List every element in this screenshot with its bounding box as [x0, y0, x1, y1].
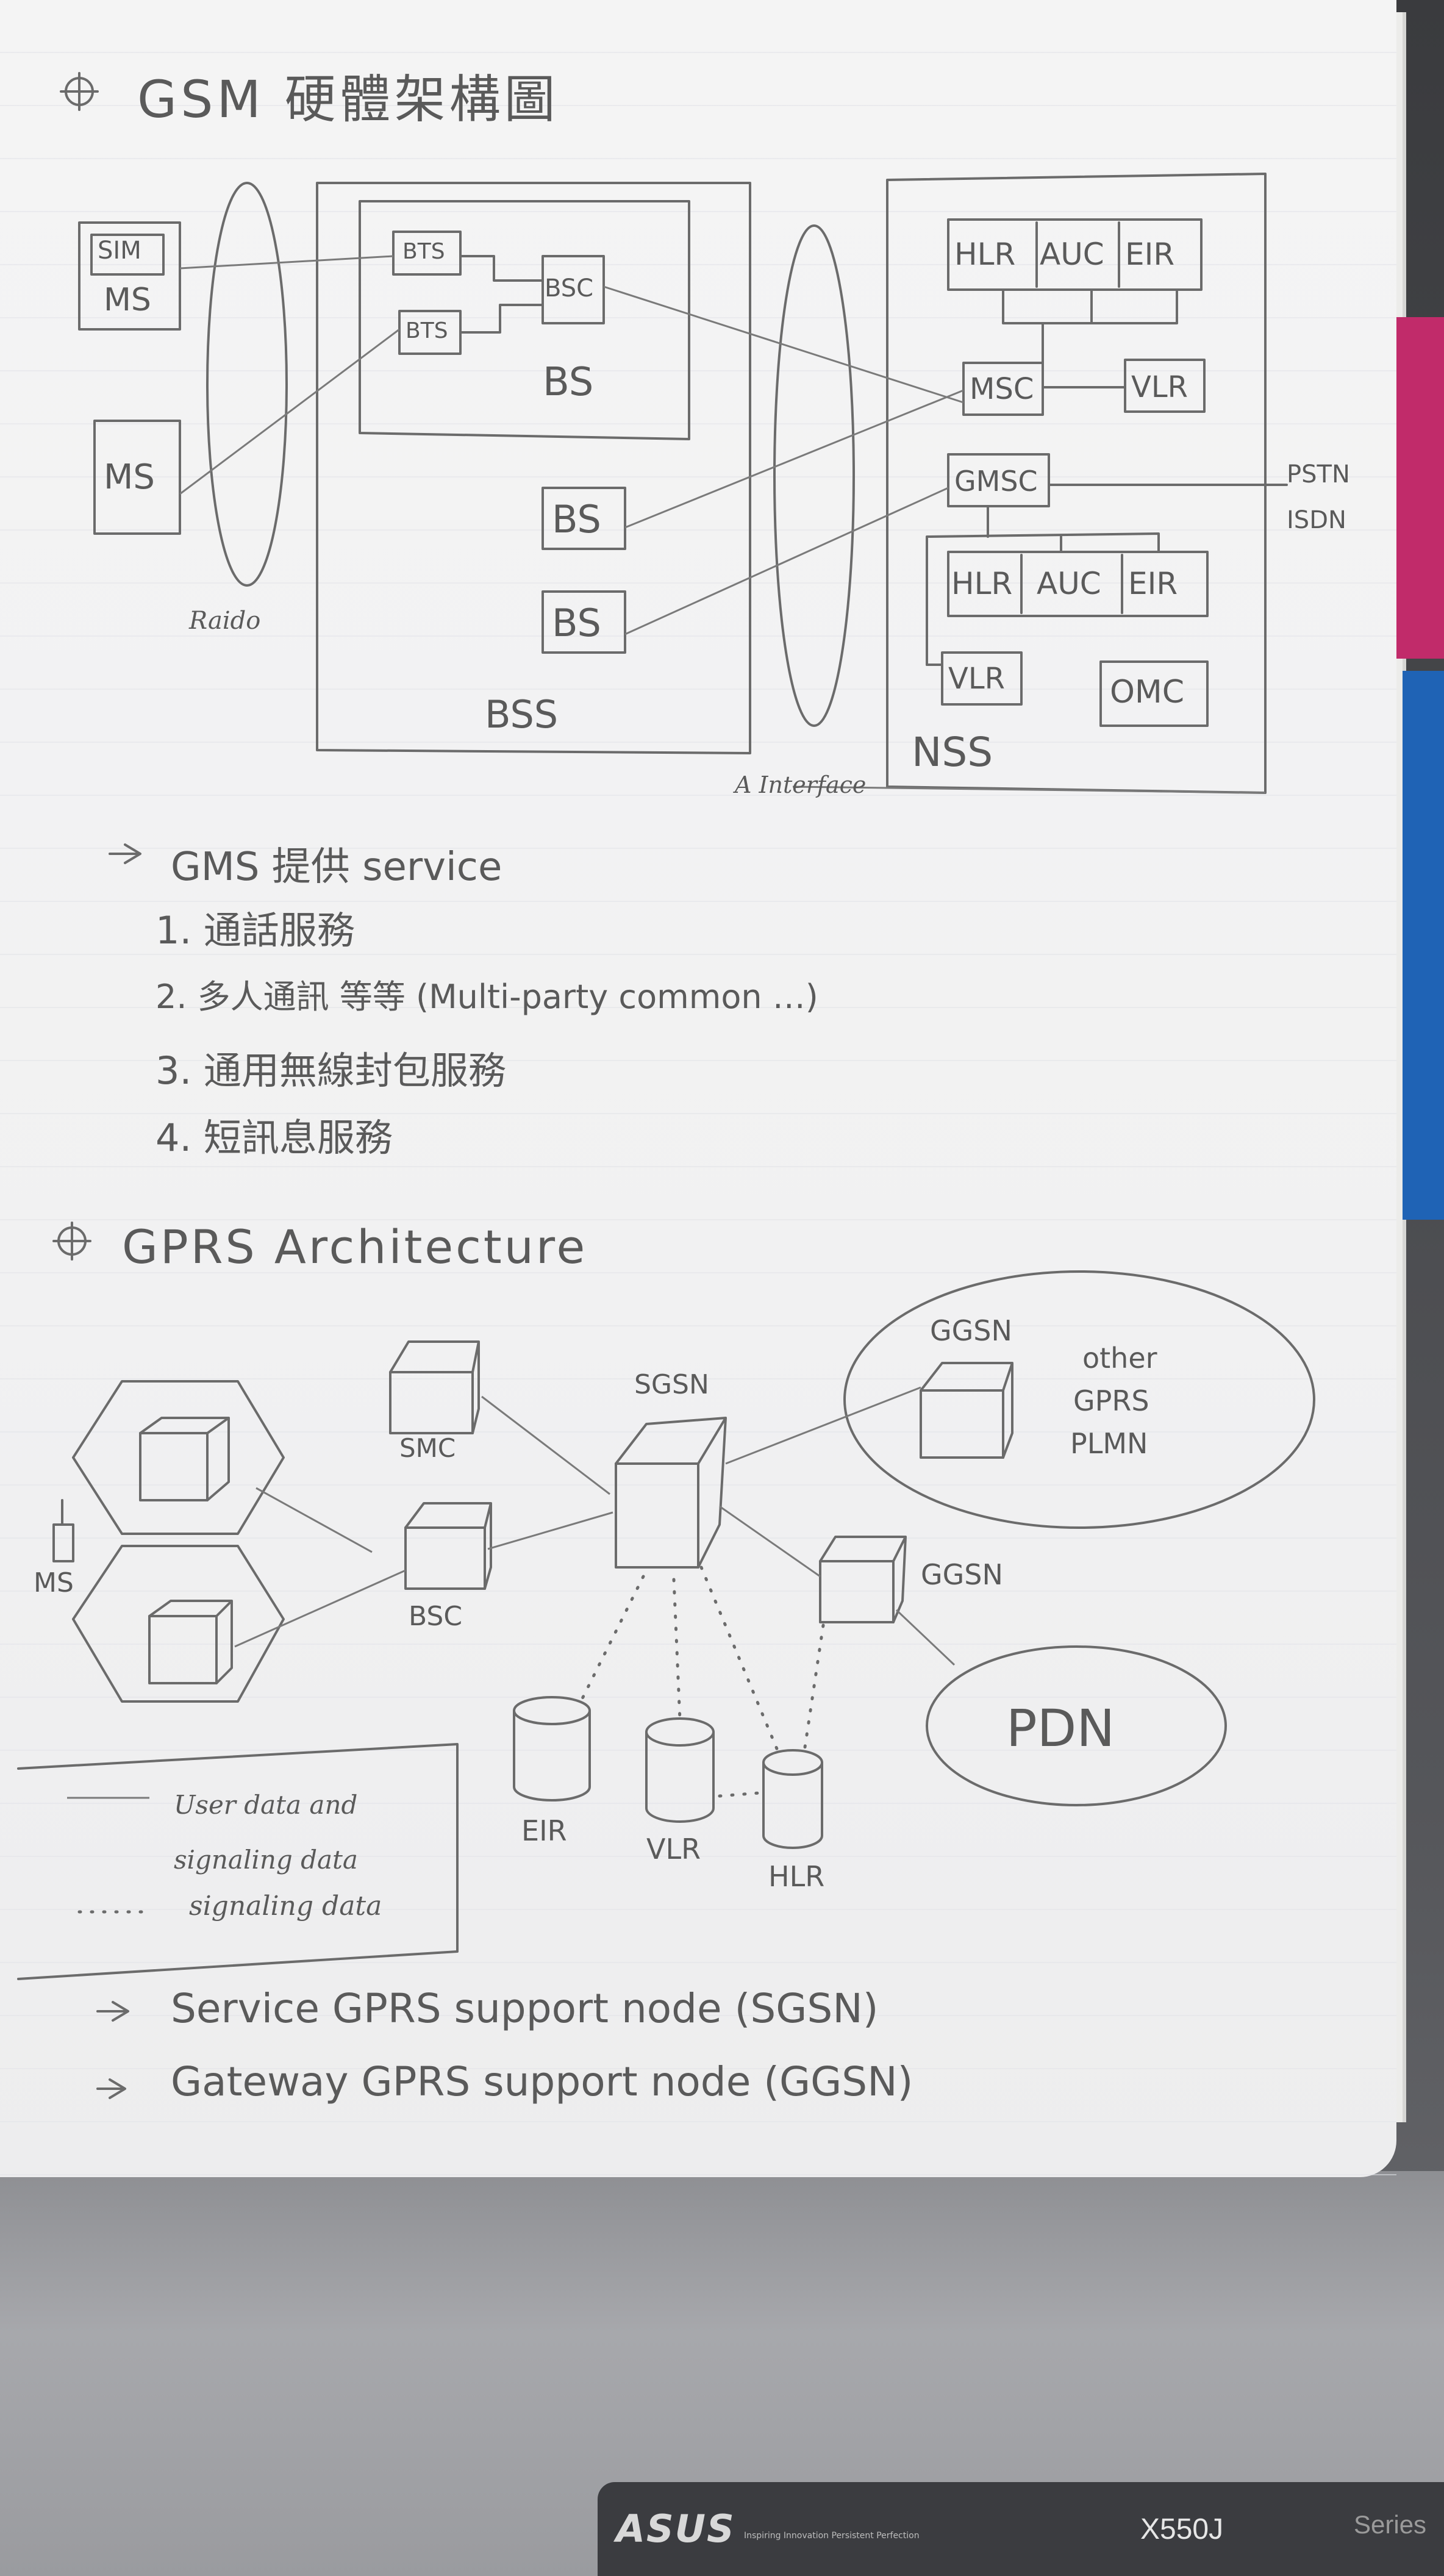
pdn-ellipse [926, 1645, 1227, 1806]
service-item-4: 4. 短訊息服務 [155, 1115, 393, 1160]
gsm-bullet-icon [60, 72, 99, 111]
vlr-database-icon [645, 1717, 715, 1823]
bsc-box [542, 255, 605, 324]
gprs-bsc-label: BSC [409, 1601, 463, 1632]
cell-hexagon-bottom [72, 1545, 285, 1703]
note-sgsn: Service GPRS support node (SGSN) [171, 1985, 879, 2032]
other-plmn-line-3: PLMN [1070, 1427, 1148, 1460]
vlr-bottom-box [941, 651, 1023, 706]
eir-label: EIR [521, 1814, 567, 1847]
notebook-tab-blue [1403, 671, 1444, 1220]
bts1-box [392, 231, 462, 276]
gsm-title: GSM 硬體架構圖 [137, 70, 559, 129]
bs2-label: BS [552, 497, 601, 542]
isdn-label: ISDN [1287, 506, 1346, 534]
hlr-auc-eir-bottom-box [947, 551, 1209, 617]
omc-label: OMC [1110, 674, 1185, 710]
radio-ellipse [206, 182, 288, 587]
vlr-bottom-label: VLR [948, 662, 1005, 696]
ms-bottom-label: MS [104, 457, 155, 497]
a-interface-label: A Interface [735, 771, 867, 798]
legend-box [17, 1743, 459, 1980]
radio-label: Raido [189, 607, 261, 635]
bts2-label: BTS [406, 318, 448, 343]
other-plmn-ellipse [843, 1270, 1315, 1529]
eir-top-label: EIR [1125, 237, 1175, 272]
gmsc-label: GMSC [954, 465, 1038, 498]
bs3-box [542, 590, 626, 654]
laptop-brand-logo: ASUS [616, 2506, 735, 2551]
services-heading: GMS 提供 service [171, 845, 502, 890]
legend-dotted-text: signaling data [189, 1891, 382, 1922]
cell-hexagon-top [72, 1380, 285, 1535]
service-item-3: 3. 通用無線封包服務 [155, 1048, 506, 1093]
notebook-tab-pink [1396, 317, 1444, 659]
sim-box [90, 234, 165, 276]
bs2-box [542, 487, 626, 550]
ms-sim-box [78, 221, 181, 331]
ggsn-top-label: GGSN [930, 1314, 1012, 1347]
eir-database-icon [513, 1696, 591, 1801]
ms-top-label: MS [104, 282, 151, 318]
vlr-label: VLR [646, 1833, 701, 1866]
service-item-1: 1. 通話服務 [155, 908, 355, 953]
hlr-label: HLR [768, 1860, 825, 1893]
hlr-database-icon [762, 1749, 823, 1849]
laptop-brand-tagline: Inspiring Innovation Persistent Perfecti… [744, 2531, 920, 2541]
ms-phone-icon [52, 1499, 74, 1562]
ms-bottom-box [93, 420, 181, 535]
laptop-series: Series [1354, 2510, 1427, 2539]
auc-bottom-label: AUC [1037, 566, 1101, 601]
ggsn-label: GGSN [921, 1558, 1003, 1591]
other-plmn-line-2: GPRS [1073, 1384, 1149, 1417]
sgsn-label: SGSN [634, 1369, 709, 1400]
bss-outline [316, 182, 751, 754]
bsc-cube-icon [404, 1502, 492, 1590]
auc-top-label: AUC [1040, 237, 1104, 272]
gsm-diagram [52, 72, 1288, 1261]
hlr-top-label: HLR [954, 237, 1016, 272]
other-plmn-line-1: other [1082, 1342, 1157, 1375]
sim-label: SIM [98, 237, 141, 265]
smc-label: SMC [399, 1433, 456, 1463]
gprs-bullet-icon [52, 1222, 91, 1261]
omc-box [1099, 660, 1209, 727]
eir-bottom-label: EIR [1128, 566, 1178, 601]
service-item-2: 2. 多人通訊 等等 (Multi-party common …) [155, 978, 818, 1016]
pstn-label: PSTN [1287, 460, 1350, 488]
legend-solid-text: User data and signaling data [174, 1790, 358, 1875]
ggsn-cube-icon [819, 1536, 907, 1623]
note-ggsn: Gateway GPRS support node (GGSN) [171, 2058, 913, 2105]
ggsn-top-cube-icon [920, 1362, 1013, 1459]
hlr-bottom-label: HLR [951, 566, 1013, 601]
pdn-label: PDN [1006, 1698, 1115, 1758]
ruled-lines [0, 0, 1396, 2177]
vlr-top-box [1124, 359, 1206, 413]
bts-cube-bottom-icon [148, 1600, 233, 1684]
bsc-label: BSC [545, 274, 594, 302]
gprs-diagram [17, 1270, 1315, 2099]
bs3-label: BS [552, 601, 601, 645]
bts-cube-top-icon [139, 1417, 230, 1501]
bs-outline [359, 200, 690, 440]
hlr-auc-eir-top-box [947, 218, 1203, 291]
sgsn-cube-icon [615, 1417, 727, 1569]
msc-box [962, 362, 1044, 416]
smc-cube-icon [389, 1340, 480, 1434]
a-interface-ellipse [773, 224, 855, 727]
nss-label: NSS [912, 729, 993, 776]
msc-label: MSC [970, 372, 1034, 406]
gprs-ms-label: MS [34, 1567, 74, 1598]
bts1-label: BTS [402, 239, 445, 264]
laptop-hinge [598, 2482, 1444, 2576]
bs-label: BS [543, 360, 594, 405]
gprs-title: GPRS Architecture [122, 1220, 588, 1274]
vlr-top-label: VLR [1131, 370, 1188, 404]
laptop-model: X550J [1140, 2513, 1224, 2546]
notebook-page: GSM 硬體架構圖 SIM MS MS Raido BTS BTS BSC BS… [0, 0, 1396, 2177]
bss-label: BSS [485, 692, 559, 737]
gmsc-box [947, 453, 1050, 507]
